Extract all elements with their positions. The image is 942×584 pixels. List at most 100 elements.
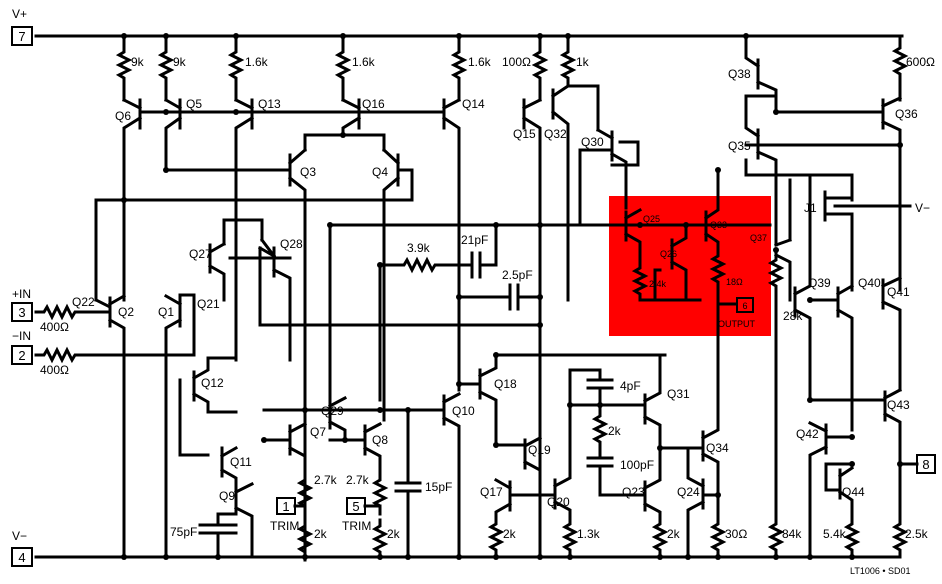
q17-label: Q17 [480,485,503,499]
q36-label: Q36 [895,107,918,121]
pin-4-box [11,547,33,567]
q12-label: Q12 [201,376,224,390]
r600-label: 600Ω [906,55,935,69]
q20-q34-block [552,328,727,559]
r1k6-a-label: 1.6k [245,55,269,69]
r400b-label: 400Ω [40,363,69,377]
q39-label: Q39 [808,276,831,290]
q33-label: Q33 [710,220,727,230]
c75p-label: 75pF [170,525,197,539]
figure-id: LT1006 • SD01 [850,566,911,576]
q27-label: Q27 [189,247,212,261]
q15-label: Q15 [513,127,536,141]
q43-label: Q43 [887,398,910,412]
top-resistors [115,34,909,102]
vplus-label: V+ [12,7,27,21]
r400a-label: 400Ω [40,320,69,334]
pin-5-label: 5 [352,499,359,514]
q14-label: Q14 [462,97,485,111]
r100-label: 100Ω [502,55,531,69]
q9-q11-q12 [178,356,255,559]
q6-label: Q6 [115,109,131,123]
q41-label: Q41 [887,285,910,299]
r1k6-b-label: 1.6k [352,55,376,69]
q30 [566,84,640,227]
q4-label: Q4 [372,165,388,179]
q7-label: Q7 [310,425,326,439]
q31-label: Q31 [667,387,690,401]
q20-label: Q20 [547,495,570,509]
r2k-d-label: 2k [667,527,681,541]
q17-q18-q19 [457,353,667,559]
r1k-label: 1k [576,55,590,69]
r2k5-label: 2.5k [905,527,929,541]
r1k6-c-label: 1.6k [468,55,492,69]
j1-label: J1 [804,201,817,215]
pin-8-label: 8 [922,457,929,472]
q24-label: Q24 [677,485,700,499]
q38-label: Q38 [728,67,751,81]
q8-label: Q8 [372,433,388,447]
in-plus-label: +IN [12,287,31,301]
input-stage [34,293,196,559]
q18-label: Q18 [494,377,517,391]
q13-label: Q13 [258,97,281,111]
c15p-label: 15pF [425,480,452,494]
q16-label: Q16 [362,97,385,111]
r2k-mid-label: 2k [608,424,622,438]
vminus-right-label: V− [915,201,930,215]
r5k4-label: 5.4k [823,527,847,541]
q22-label: Q22 [72,295,95,309]
pin-6-box [736,297,754,313]
q44-label: Q44 [842,485,865,499]
q27-q28 [207,218,542,362]
junction-dots [121,33,903,560]
q21-label: Q21 [197,297,220,311]
q7-q8-q29-q10 [262,391,462,559]
r18-label: 18Ω [726,277,743,287]
r2k4-label: 2.4k [649,279,667,289]
vminus-label: V− [12,529,27,543]
pin-3-label: 3 [18,305,25,320]
pin-7-label: 7 [18,29,25,44]
pin-6-label: 6 [742,301,747,311]
in-minus-label: −IN [12,329,31,343]
q37-label: Q37 [750,233,767,243]
c2p5-label: 2.5pF [502,268,533,282]
r2k7a-label: 2.7k [314,473,338,487]
pin-2-label: 2 [18,348,25,363]
c21p-label: 21pF [461,233,488,247]
trim-2-label: TRIM [342,519,371,533]
q2-label: Q2 [118,305,134,319]
q23-label: Q23 [622,485,645,499]
pin-3-box [11,302,33,322]
q40-label: Q40 [858,276,881,290]
q1-label: Q1 [158,305,174,319]
pin-7-box [11,26,33,46]
right-side [744,34,919,559]
q5-label: Q5 [186,97,202,111]
r2k-c-label: 2k [503,527,517,541]
q25-label: Q25 [643,214,660,224]
q9-label: Q9 [219,489,235,503]
q28-label: Q28 [280,237,303,251]
output-stage [623,168,738,332]
q34-label: Q34 [706,441,729,455]
r30-label: 30Ω [725,527,747,541]
r2k-b-label: 2k [387,527,401,541]
q32-label: Q32 [544,127,567,141]
q35-label: Q35 [728,139,751,153]
pin-1-label: 1 [282,499,289,514]
r3k9-label: 3.9k [407,241,431,255]
output-label: OUTPUT [718,319,756,329]
q29-label: Q29 [321,404,344,418]
top-pnp-row [121,83,571,559]
q3-q4-pair [94,133,414,562]
highlight-region [609,196,771,336]
r1k3-label: 1.3k [577,527,601,541]
pin-4-label: 4 [18,550,25,565]
q10-label: Q10 [452,404,475,418]
trim-1-label: TRIM [270,519,299,533]
c100p-label: 100pF [620,458,654,472]
